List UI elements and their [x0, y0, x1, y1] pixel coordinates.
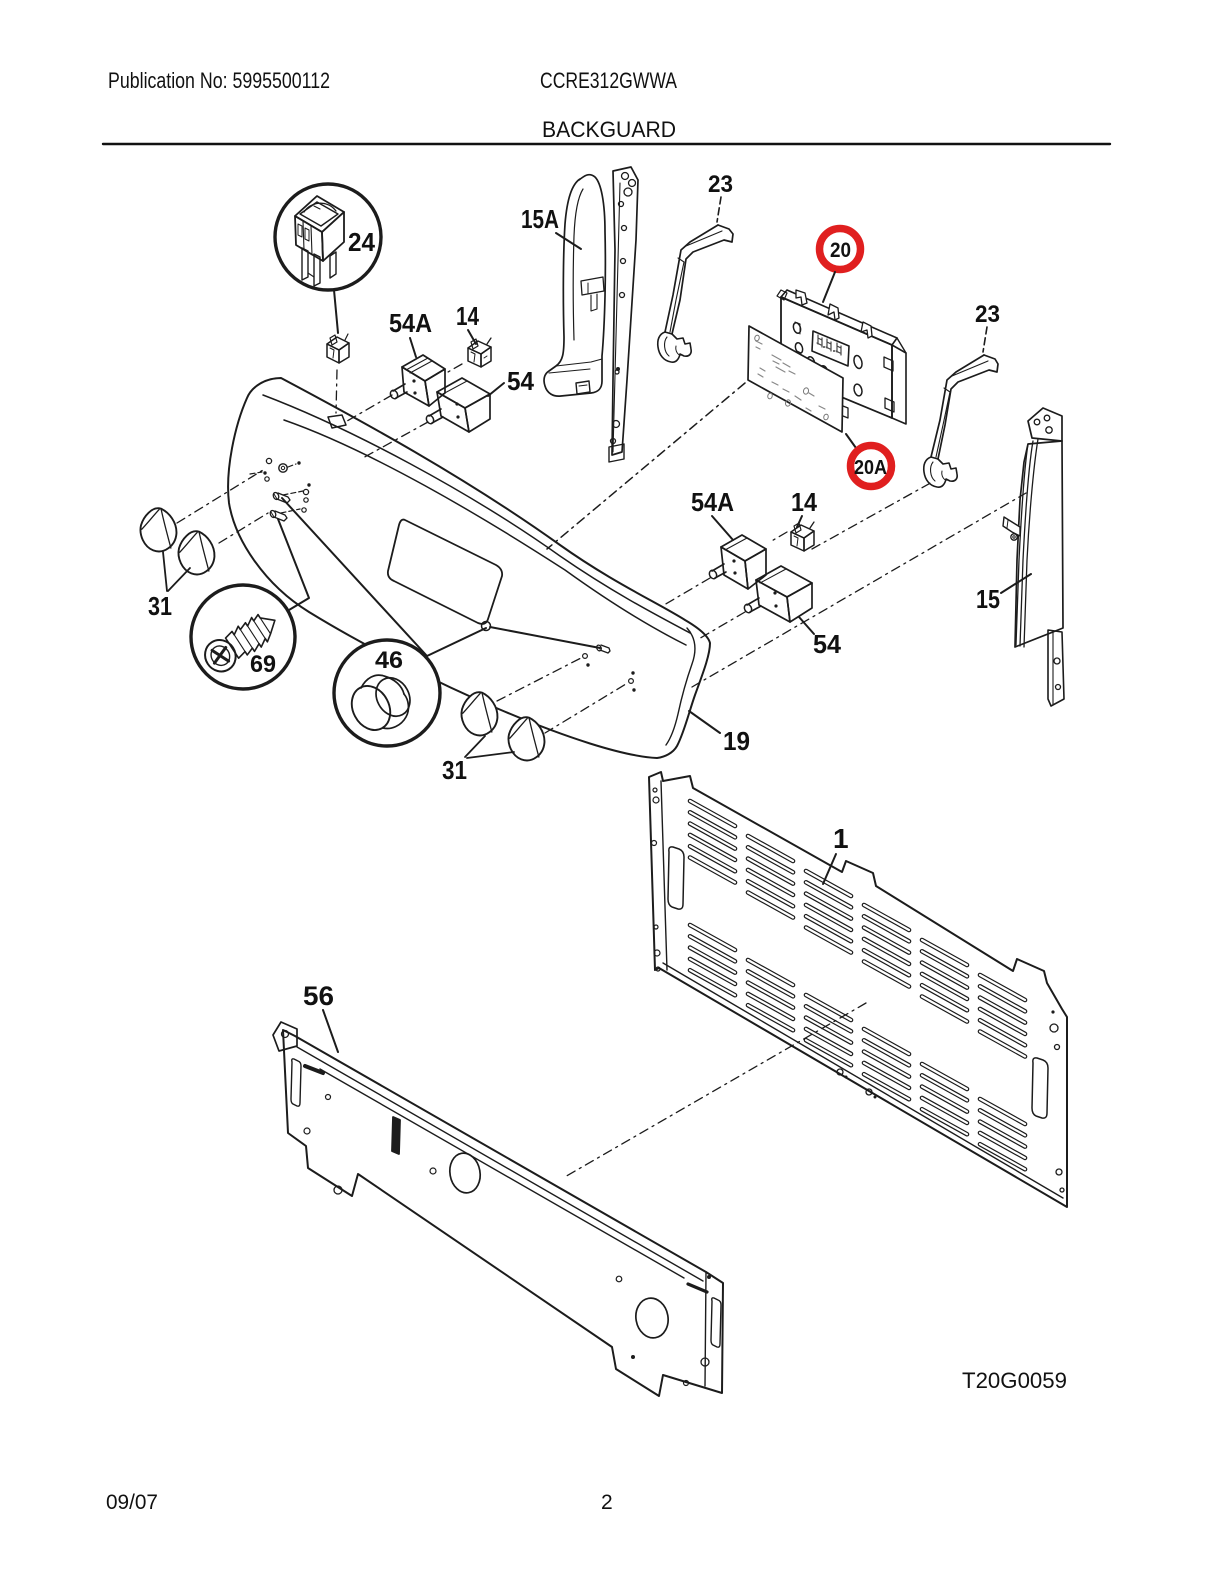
svg-text:2: 2 — [601, 1491, 613, 1514]
svg-text:15A: 15A — [521, 204, 559, 234]
svg-text:31: 31 — [148, 591, 172, 621]
svg-text:14: 14 — [791, 487, 817, 517]
svg-text:20A: 20A — [854, 457, 887, 479]
svg-text:15: 15 — [976, 584, 1000, 614]
svg-text:56: 56 — [303, 981, 334, 1011]
svg-text:54A: 54A — [389, 308, 432, 338]
svg-text:69: 69 — [250, 651, 276, 678]
svg-text:09/07: 09/07 — [106, 1491, 158, 1514]
svg-text:54: 54 — [813, 629, 842, 659]
svg-text:CCRE312GWWA: CCRE312GWWA — [540, 68, 677, 93]
svg-text:Publication No: 5995500112: Publication No: 5995500112 — [108, 68, 330, 93]
svg-text:14: 14 — [456, 301, 479, 331]
svg-text:54A: 54A — [691, 487, 734, 517]
svg-text:T20G0059: T20G0059 — [962, 1368, 1067, 1393]
svg-text:23: 23 — [708, 171, 733, 198]
svg-text:54: 54 — [507, 366, 535, 396]
svg-text:20: 20 — [830, 239, 851, 262]
svg-text:1: 1 — [833, 823, 849, 854]
svg-text:46: 46 — [375, 647, 403, 674]
svg-text:24: 24 — [348, 227, 376, 257]
svg-text:31: 31 — [442, 755, 467, 785]
svg-text:BACKGUARD: BACKGUARD — [542, 117, 676, 142]
svg-text:19: 19 — [723, 726, 750, 756]
svg-text:23: 23 — [975, 301, 1000, 328]
